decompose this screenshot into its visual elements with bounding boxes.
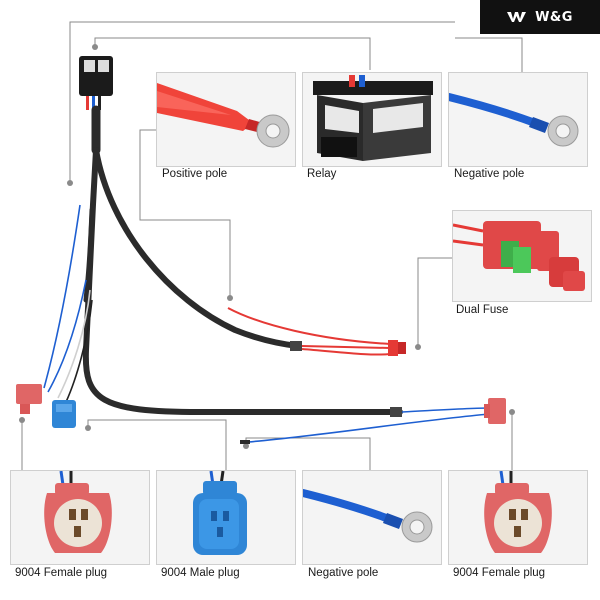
label-positive-pole: Positive pole bbox=[162, 168, 228, 180]
label-female-plug-left: 9004 Female plug bbox=[15, 567, 108, 579]
wg-logo-icon bbox=[507, 11, 529, 23]
negative-wire-end bbox=[240, 440, 250, 444]
label-negative-pole-top: Negative pole bbox=[454, 168, 525, 180]
fuse-terminals bbox=[388, 340, 406, 356]
relay-image bbox=[313, 75, 433, 161]
relay-connector bbox=[79, 56, 113, 110]
positive-ring-terminal-image bbox=[157, 83, 290, 148]
harness-female-plug-left bbox=[16, 384, 42, 414]
label-relay: Relay bbox=[307, 168, 337, 180]
female-plug-image-left bbox=[44, 470, 112, 553]
panel-negative-pole-top bbox=[445, 72, 588, 167]
label-female-plug-right: 9004 Female plug bbox=[453, 567, 546, 579]
heatshrink-blue-branch bbox=[390, 407, 402, 417]
label-male-plug: 9004 Male plug bbox=[161, 567, 240, 579]
panel-negative-pole-bottom bbox=[299, 470, 442, 565]
panel-positive-pole bbox=[156, 72, 296, 167]
dual-fuse-image bbox=[452, 221, 585, 291]
harness-cables bbox=[82, 105, 403, 415]
panel-female-plug-right bbox=[448, 470, 588, 565]
label-negative-pole-bottom: Negative pole bbox=[308, 567, 379, 579]
label-dual-fuse: Dual Fuse bbox=[456, 304, 509, 316]
negative-ring-terminal-image-top bbox=[445, 93, 579, 147]
brand-logo: W&G bbox=[480, 0, 600, 34]
panel-male-plug bbox=[156, 470, 296, 565]
female-plug-image-right bbox=[484, 470, 552, 553]
panel-relay bbox=[302, 72, 442, 167]
panel-dual-fuse bbox=[452, 210, 592, 302]
thin-wires bbox=[43, 204, 491, 443]
brand-text: W&G bbox=[535, 9, 573, 25]
heatshrink-red-branch bbox=[290, 341, 302, 351]
panel-female-plug-left bbox=[10, 470, 150, 565]
harness-male-plug bbox=[52, 400, 76, 428]
negative-ring-terminal-image-bottom bbox=[299, 489, 433, 543]
harness-female-plug-right bbox=[484, 398, 506, 424]
red-wires bbox=[227, 307, 391, 356]
leader-dots bbox=[19, 44, 515, 449]
male-plug-image bbox=[193, 470, 247, 555]
